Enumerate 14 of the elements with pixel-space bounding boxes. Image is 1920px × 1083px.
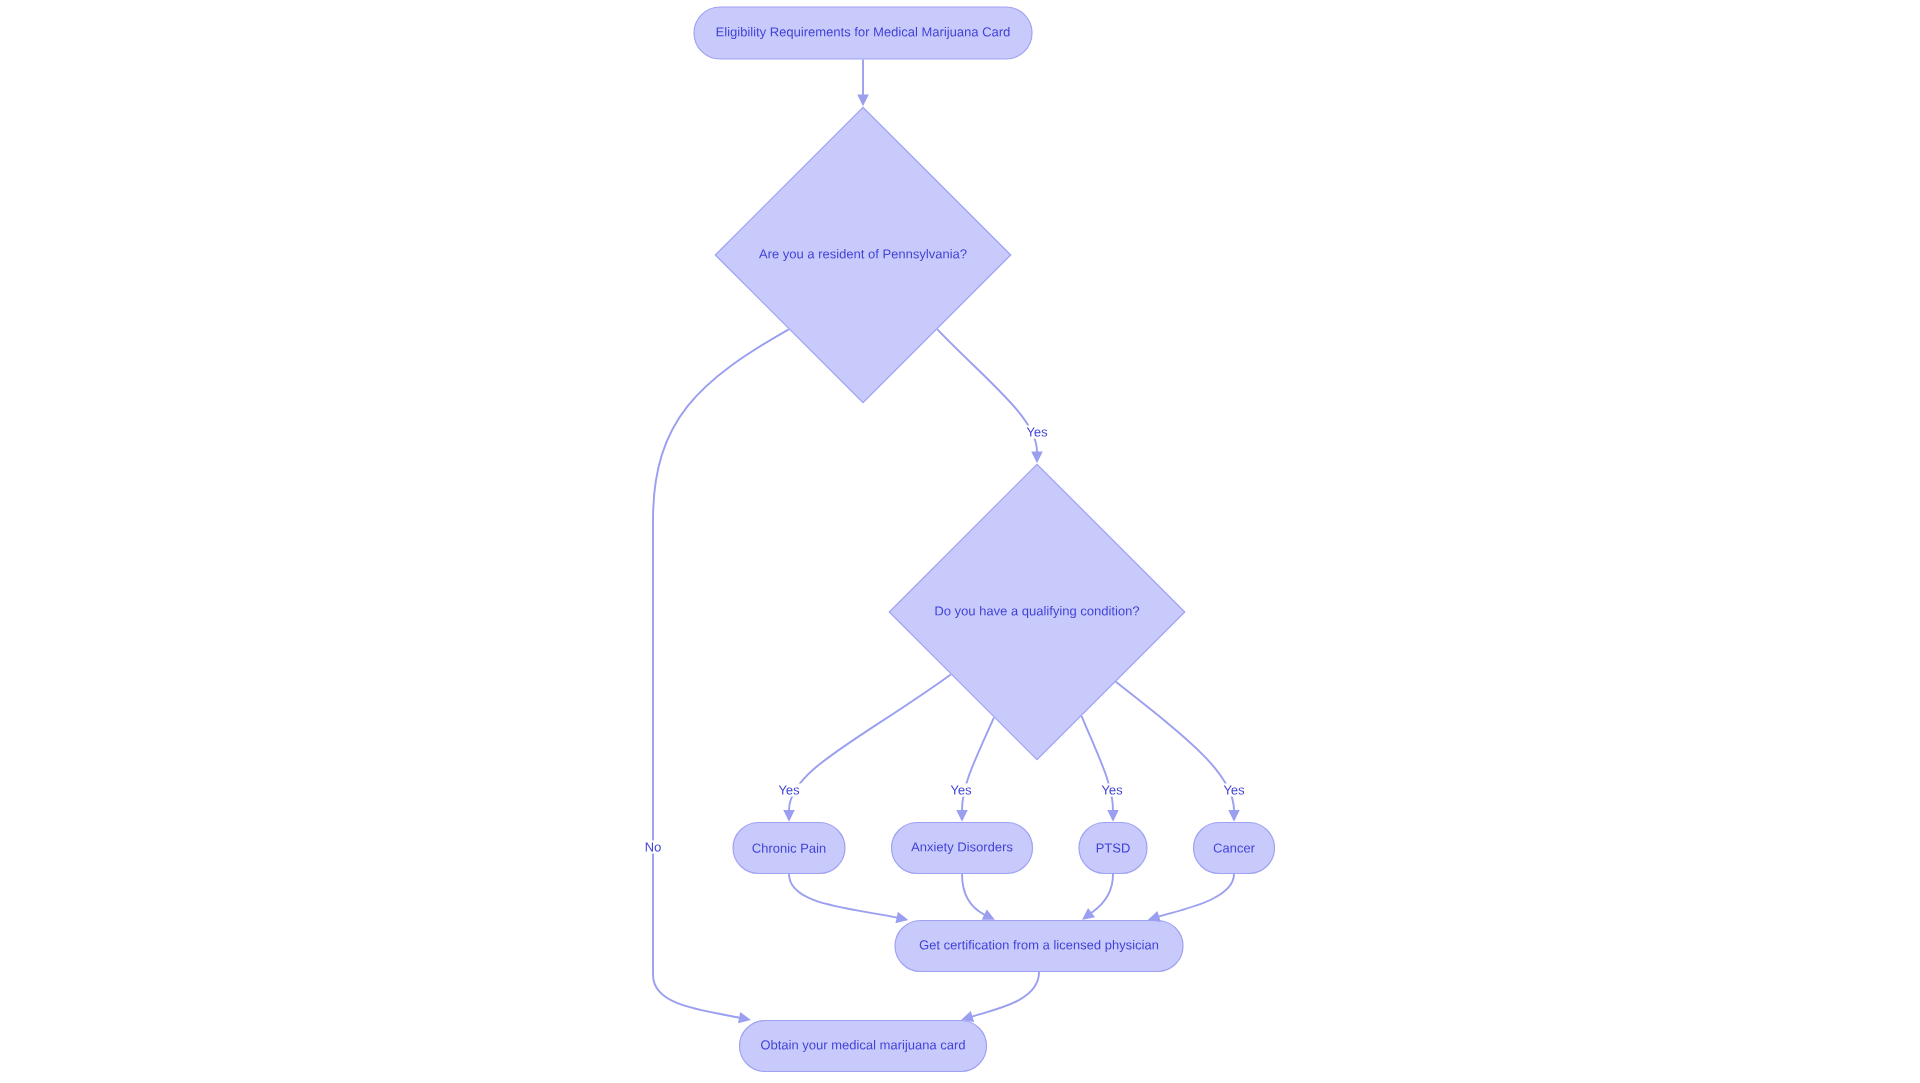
arrow	[1082, 873, 1114, 920]
edge-label: Yes	[1221, 783, 1247, 797]
rounded-box: Eligibility Requirements for Medical Marijuana Card	[693, 6, 1033, 60]
rounded-box: Chronic Pain	[732, 821, 846, 875]
rounded-box: Obtain your medical marijuana card	[738, 1019, 988, 1073]
rounded-box: Cancer	[1192, 821, 1276, 875]
rounded-box: Get certification from a licensed physician	[894, 919, 1184, 973]
edge-label: Yes	[1099, 783, 1125, 797]
edge-label: Yes	[948, 783, 974, 797]
edge-label: No	[642, 840, 664, 854]
edge-label: Yes	[776, 783, 802, 797]
rounded-box: PTSD	[1078, 821, 1148, 875]
edge-label: Yes	[1024, 425, 1050, 439]
rounded-box: Anxiety Disorders	[890, 821, 1034, 875]
